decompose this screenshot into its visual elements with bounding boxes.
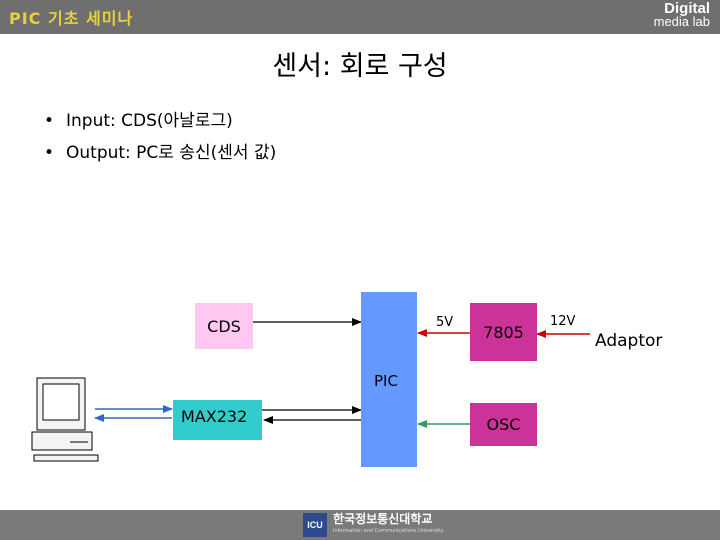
- logo-line1: Digital: [664, 0, 710, 17]
- header-bar: PIC 기초 세미나 Digital media lab: [0, 0, 720, 34]
- header-title: PIC 기초 세미나: [9, 9, 134, 28]
- bullet-item: •Output: PC로 송신(센서 값): [44, 143, 277, 163]
- icu-emblem-icon: ICU: [303, 513, 327, 537]
- bullet-item: •Input: CDS(아날로그): [44, 111, 233, 131]
- bullet-list: •Input: CDS(아날로그) •Output: PC로 송신(센서 값): [44, 106, 276, 170]
- university-logo: ICU 한국정보통신대학교 Information and Communicat…: [303, 512, 443, 538]
- max232-block: MAX232: [173, 400, 262, 440]
- slide-title: 센서: 회로 구성: [272, 51, 448, 82]
- pic-block: [361, 292, 417, 467]
- cds-label: CDS: [207, 316, 241, 336]
- max232-label: MAX232: [181, 407, 248, 426]
- voltage-12v-label: 12V: [550, 314, 576, 329]
- adaptor-label: Adaptor: [595, 331, 663, 351]
- university-subtitle: Information and Communications Universit…: [333, 528, 444, 534]
- osc-block: OSC: [470, 403, 537, 446]
- cds-block: CDS: [195, 303, 253, 349]
- logo-line2: media lab: [653, 14, 710, 29]
- osc-label: OSC: [486, 415, 521, 434]
- digital-media-lab-logo: Digital media lab: [653, 0, 710, 29]
- footer-bar: [0, 510, 720, 540]
- voltage-5v-label: 5V: [436, 315, 454, 330]
- computer-icon: [31, 377, 99, 462]
- bullet-text-output: Output: PC로 송신(센서 값): [66, 143, 277, 163]
- bullet-text-input: Input: CDS(아날로그): [66, 111, 233, 131]
- pic-label: PIC: [374, 372, 398, 390]
- regulator-7805-label: 7805: [483, 322, 524, 342]
- university-name: 한국정보통신대학교: [333, 512, 433, 526]
- regulator-7805-block: 7805: [470, 303, 537, 361]
